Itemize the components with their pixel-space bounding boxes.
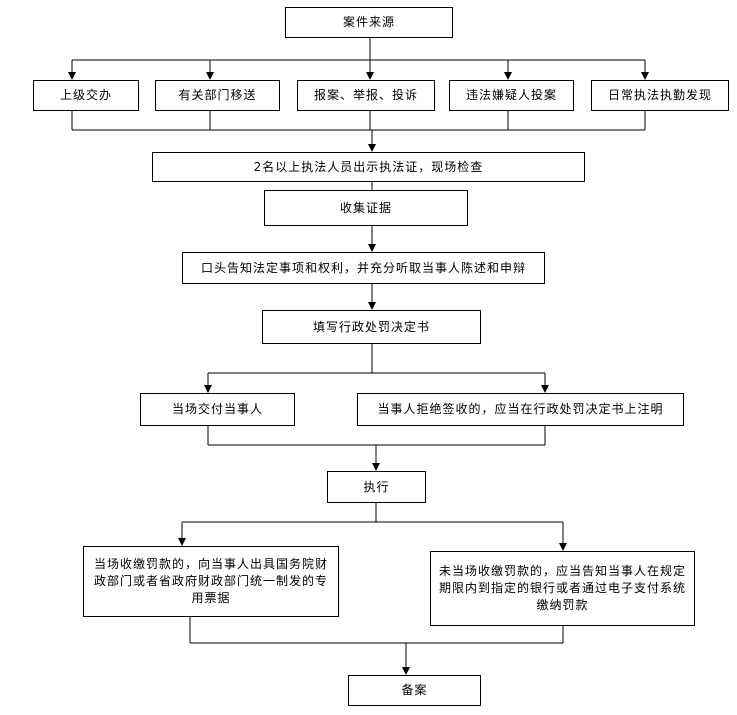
node-onsite-inspection: 2名以上执法人员出示执法证，现场检查 xyxy=(152,152,585,182)
node-daily-enforcement: 日常执法执勤发现 xyxy=(591,80,729,111)
node-party-refuses: 当事人拒绝签收的，应当在行政处罚决定书上注明 xyxy=(357,393,684,426)
node-report-complaint: 报案、举报、投诉 xyxy=(297,80,435,111)
node-deliver-party: 当场交付当事人 xyxy=(140,393,295,426)
node-collect-evidence: 收集证据 xyxy=(264,190,468,226)
node-execute: 执行 xyxy=(327,471,426,503)
node-inform-rights: 口头告知法定事项和权利，并充分听取当事人陈述和申辩 xyxy=(182,252,545,284)
node-department-transfer: 有关部门移送 xyxy=(155,80,280,111)
node-case-source: 案件来源 xyxy=(285,7,453,38)
node-suspect-surrender: 违法嫌疑人投案 xyxy=(449,80,574,111)
node-offsite-fine-payment: 未当场收缴罚款的，应当告知当事人在规定期限内到指定的银行或者通过电子支付系统缴纳… xyxy=(430,551,695,626)
node-superior-assigned: 上级交办 xyxy=(33,80,139,111)
node-fill-decision: 填写行政处罚决定书 xyxy=(262,310,481,344)
node-archive: 备案 xyxy=(348,675,481,706)
node-onsite-fine-collection: 当场收缴罚款的，向当事人出具国务院财政部门或者省政府财政部门统一制发的专用票据 xyxy=(83,546,339,617)
